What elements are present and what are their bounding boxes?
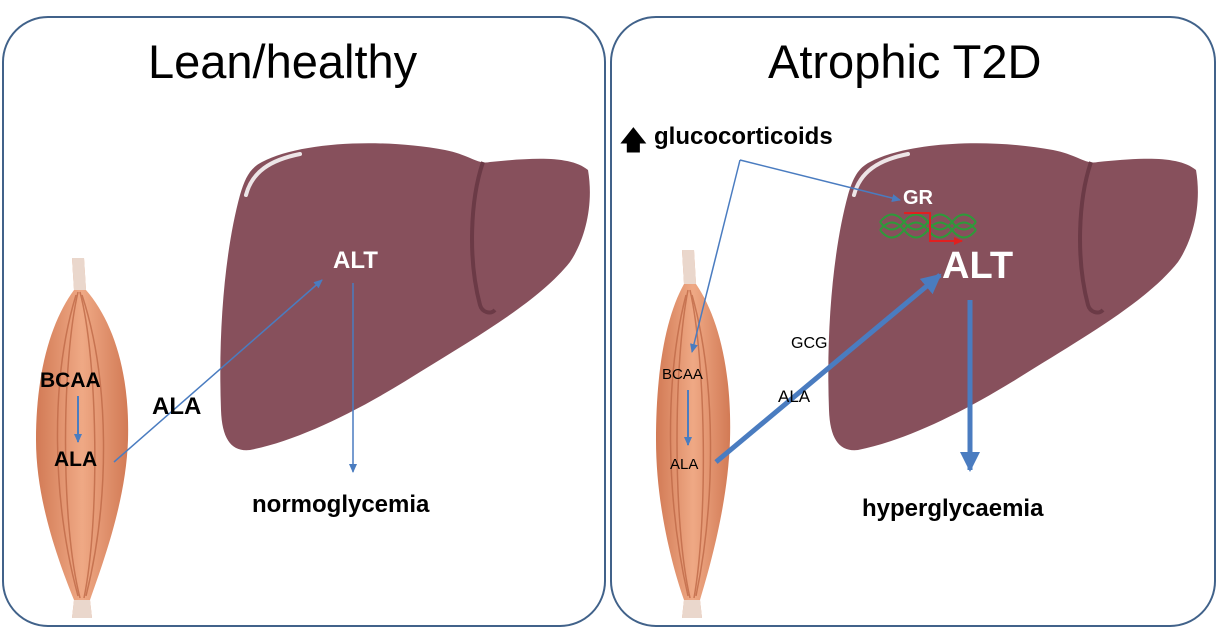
label-bcaa-left: BCAA <box>40 369 101 392</box>
arrow-muscle-to-liver-right <box>714 273 942 464</box>
up-arrow-icon: 🡅 <box>620 125 647 155</box>
label-ala-left: ALA <box>152 393 202 420</box>
panel-title-left: Lean/healthy <box>148 35 418 88</box>
liver-left <box>220 143 590 451</box>
label-ala-muscle-left: ALA <box>54 448 98 471</box>
label-alt-left: ALT <box>333 247 378 274</box>
panel-title-right: Atrophic T2D <box>768 35 1042 88</box>
muscle-right <box>656 250 731 618</box>
outcome-right: hyperglycaemia <box>862 495 1044 522</box>
muscle-left <box>36 258 129 618</box>
dna-helix-icon <box>879 213 977 239</box>
label-bcaa-right: BCAA <box>662 366 703 383</box>
label-gcg: GCG <box>791 335 828 352</box>
arrow-muscle-to-liver-left <box>113 279 323 463</box>
label-ala-right: ALA <box>778 387 811 406</box>
outcome-left: normoglycemia <box>252 491 430 518</box>
liver-right <box>828 143 1198 451</box>
label-gr: GR <box>903 187 933 209</box>
arrow-glucocorticoids-to-muscle <box>690 159 741 353</box>
label-glucocorticoids: glucocorticoids <box>654 123 833 150</box>
transcription-arrow-icon <box>904 212 963 245</box>
arrow-glucocorticoids-to-gr <box>739 159 901 202</box>
label-alt-right: ALT <box>942 245 1014 287</box>
label-ala-muscle-right: ALA <box>670 456 699 473</box>
